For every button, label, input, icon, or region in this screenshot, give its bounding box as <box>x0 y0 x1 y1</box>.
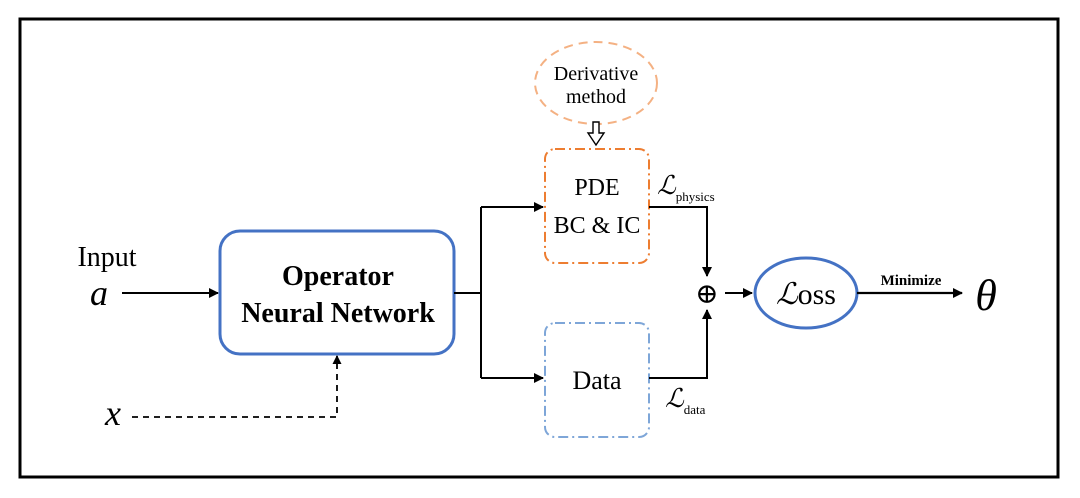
sum-symbol: ⊕ <box>695 279 718 310</box>
operator-network-box <box>218 229 456 356</box>
data-box <box>544 322 650 438</box>
loss-text: oss <box>798 278 836 311</box>
loss-label: ℒoss <box>776 278 836 311</box>
minimize-label: Minimize <box>881 273 942 289</box>
derivative-hollow-arrow <box>586 121 606 147</box>
input-label: Input <box>77 242 136 273</box>
loss-physics-subscript: physics <box>676 189 715 204</box>
operator-label-line1: Operator <box>282 261 394 292</box>
data-label: Data <box>572 366 622 395</box>
pde-label-line1: PDE <box>574 175 619 201</box>
loss-physics-label: ℒphysics <box>657 171 715 204</box>
pde-box <box>544 148 650 264</box>
derivative-label-line2: method <box>566 86 626 108</box>
derivative-label-line1: Derivative <box>554 63 639 85</box>
data-to-sum-arrow <box>649 309 712 379</box>
pde-label-line2: BC & IC <box>554 213 641 239</box>
operator-label-line2: Neural Network <box>241 298 435 329</box>
coordinate-symbol: x <box>104 393 121 433</box>
output-theta: θ <box>975 271 997 320</box>
loss-symbol: ℒ <box>776 278 799 311</box>
loss-data-subscript: data <box>684 402 706 417</box>
loss-data-label: ℒdata <box>665 384 706 417</box>
input-symbol: a <box>90 273 108 313</box>
coordinate-dashed-arrow <box>132 355 342 418</box>
pde-to-sum-arrow <box>649 206 712 277</box>
